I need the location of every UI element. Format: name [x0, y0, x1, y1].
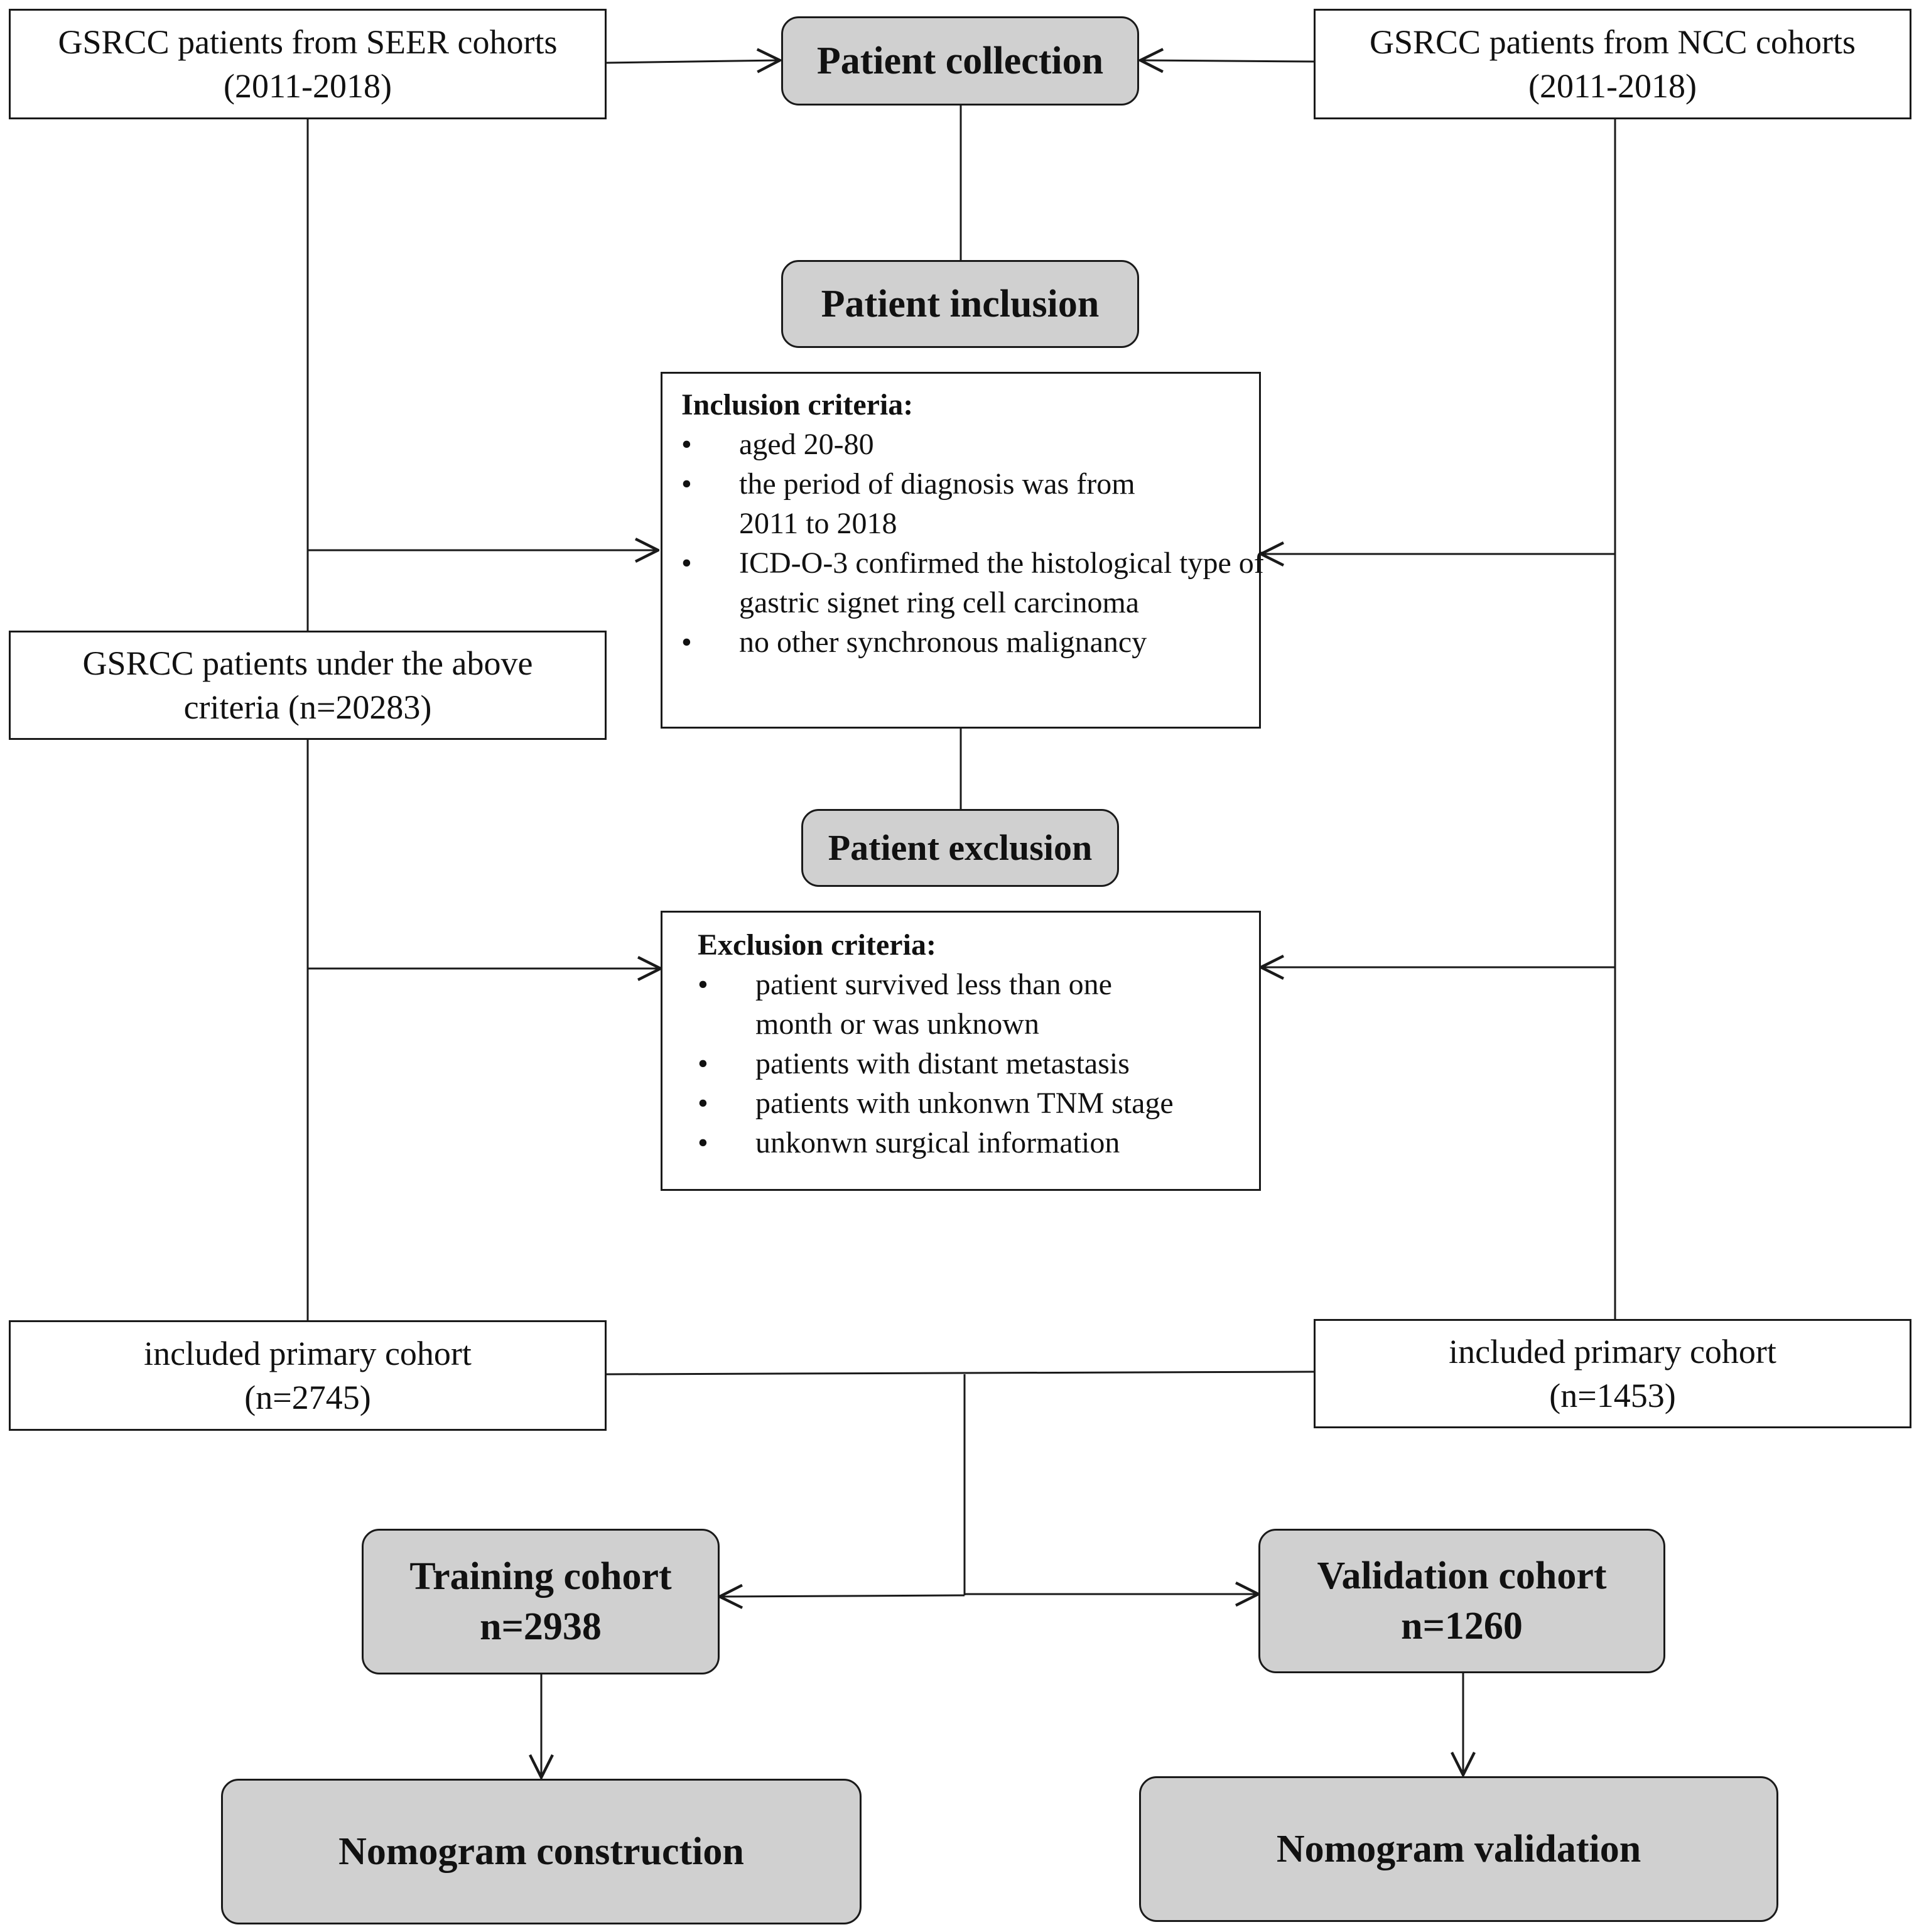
ncc-primary-line1: included primary cohort — [1449, 1333, 1776, 1370]
patient-exclusion-box: Patient exclusion — [801, 809, 1119, 887]
training-cohort-box: Training cohort n=2938 — [362, 1529, 720, 1674]
exclusion-criterion: patient survived less than one month or … — [698, 965, 1132, 1044]
nomogram-validation-label: Nomogram validation — [1276, 1828, 1641, 1870]
inclusion-criteria-list: aged 20-80 the period of diagnosis was f… — [681, 425, 1264, 662]
nomogram-construction-label: Nomogram construction — [338, 1830, 744, 1873]
exclusion-criterion: unkonwn surgical information — [698, 1123, 1244, 1163]
inclusion-criteria-box: Inclusion criteria: aged 20-80 the perio… — [661, 372, 1264, 729]
patient-inclusion-box: Patient inclusion — [781, 260, 1139, 348]
inclusion-criteria-title: Inclusion criteria: — [681, 388, 914, 421]
seer-source-line2: (2011-2018) — [224, 67, 392, 105]
seer-source-box: GSRCC patients from SEER cohorts (2011-2… — [9, 9, 607, 119]
ncc-source-line2: (2011-2018) — [1528, 67, 1697, 105]
validation-cohort-count: n=1260 — [1401, 1605, 1523, 1647]
nomogram-validation-box: Nomogram validation — [1139, 1776, 1778, 1922]
patient-exclusion-label: Patient exclusion — [828, 827, 1093, 868]
exclusion-criterion: patients with unkonwn TNM stage — [698, 1083, 1244, 1123]
seer-primary-line1: included primary cohort — [144, 1335, 472, 1372]
exclusion-criteria-list: patient survived less than one month or … — [698, 965, 1244, 1163]
ncc-primary-cohort-box: included primary cohort (n=1453) — [1314, 1319, 1911, 1428]
arrow-seer-to-collection — [605, 60, 780, 63]
exclusion-criterion: patients with distant metastasis — [698, 1044, 1244, 1083]
arrow-to-training — [720, 1595, 965, 1597]
exclusion-criteria-box: Exclusion criteria: patient survived les… — [661, 911, 1261, 1191]
arrow-ncc-to-collection — [1140, 60, 1314, 62]
seer-source-line1: GSRCC patients from SEER cohorts — [58, 23, 558, 61]
inclusion-criterion: ICD-O-3 confirmed the histological type … — [681, 543, 1267, 622]
seer-filtered-box: GSRCC patients under the above criteria … — [9, 631, 607, 740]
ncc-primary-line2: (n=1453) — [1549, 1377, 1676, 1414]
ncc-source-line1: GSRCC patients from NCC cohorts — [1369, 23, 1856, 61]
nomogram-construction-box: Nomogram construction — [221, 1779, 862, 1924]
training-cohort-count: n=2938 — [480, 1605, 602, 1648]
validation-cohort-box: Validation cohort n=1260 — [1258, 1529, 1665, 1673]
inclusion-criterion: the period of diagnosis was from 2011 to… — [681, 464, 1141, 543]
seer-filtered-line1: GSRCC patients under the above — [82, 644, 533, 682]
patient-collection-box: Patient collection — [781, 16, 1139, 106]
training-cohort-title: Training cohort — [409, 1555, 672, 1598]
line-primary-merge — [605, 1370, 1314, 1376]
inclusion-criterion: aged 20-80 — [681, 425, 1215, 464]
patient-collection-label: Patient collection — [816, 40, 1104, 82]
exclusion-criteria-title: Exclusion criteria: — [698, 928, 936, 962]
seer-primary-cohort-box: included primary cohort (n=2745) — [9, 1320, 607, 1431]
ncc-source-box: GSRCC patients from NCC cohorts (2011-20… — [1314, 9, 1911, 119]
patient-inclusion-label: Patient inclusion — [821, 283, 1100, 325]
seer-primary-line2: (n=2745) — [244, 1379, 371, 1416]
seer-filtered-line2: criteria (n=20283) — [183, 688, 432, 726]
validation-cohort-title: Validation cohort — [1317, 1555, 1607, 1597]
inclusion-criterion: no other synchronous malignancy — [681, 622, 1215, 662]
